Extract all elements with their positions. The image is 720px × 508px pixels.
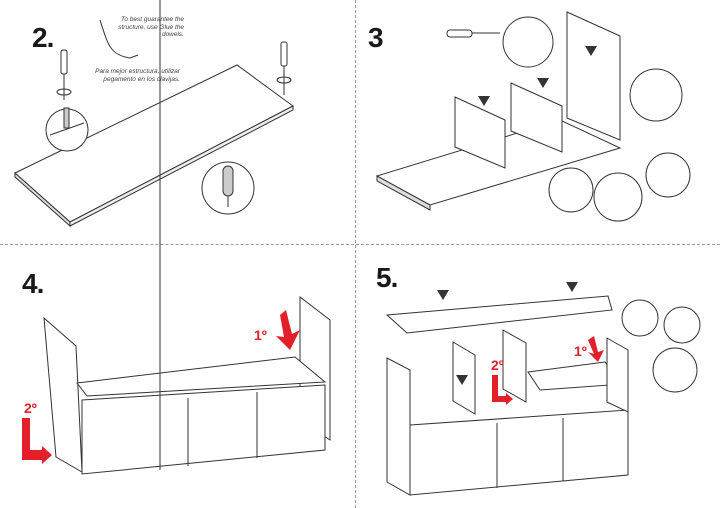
detail-circle-insert — [645, 152, 691, 198]
step-number-3: 3 — [368, 22, 384, 53]
red-arrow-2-icon — [492, 375, 513, 405]
step-number-2: 2. — [32, 22, 54, 53]
step4-illustration — [43, 0, 331, 475]
step5-right-side — [606, 337, 629, 413]
hand-icon — [99, 19, 139, 59]
step3-side-panel — [566, 11, 621, 141]
detail-circle-screw — [502, 16, 554, 68]
order-label-second-step5: 2º — [491, 357, 504, 373]
step5-illustration — [385, 282, 701, 496]
detail-circle-cam-lock — [621, 299, 659, 337]
glue-note-spanish: Para mejor estructura, utilizar pegament… — [95, 68, 180, 83]
screwdriver-icon — [56, 49, 72, 100]
detail-circle-turn — [663, 306, 701, 344]
detail-circle-bolt — [629, 68, 683, 122]
step5-compartments — [409, 409, 629, 496]
order-label-first-step5: 1º — [574, 343, 587, 359]
glue-note-english: To best guarantee the structure, use Glu… — [118, 16, 184, 38]
step4-left-panel — [43, 316, 83, 473]
order-label-second-step4: 2º — [24, 400, 37, 416]
vertical-divider — [355, 0, 356, 508]
step4-compartments — [81, 384, 326, 475]
detail-circle-insert — [652, 347, 698, 393]
step3-panel-a — [454, 96, 506, 169]
step5-left-side — [386, 357, 411, 496]
red-arrow-2-icon — [22, 418, 52, 464]
step5-top-board — [385, 295, 613, 334]
step-number-5: 5. — [376, 262, 398, 293]
red-arrow-1-icon — [276, 310, 300, 350]
screwdriver-icon — [276, 41, 292, 95]
down-arrow-icon — [437, 282, 578, 385]
step3-illustration — [375, 11, 691, 222]
red-arrow-1-icon — [588, 336, 604, 362]
step5-panel-b — [502, 329, 527, 403]
detail-circle-turn — [593, 172, 643, 222]
order-label-first-step4: 1º — [254, 327, 267, 343]
screwdriver-icon — [446, 29, 500, 38]
red-arrows-step5 — [492, 336, 604, 405]
down-arrow-icon — [478, 46, 597, 106]
step-number-4: 4. — [22, 268, 44, 299]
detail-circle-cam-lock — [548, 167, 594, 213]
step4-top-shelf — [76, 356, 327, 397]
red-arrows-step4 — [22, 310, 300, 464]
step2-illustration — [14, 19, 294, 228]
horizontal-divider — [0, 244, 720, 245]
step3-panel-b — [510, 82, 563, 153]
